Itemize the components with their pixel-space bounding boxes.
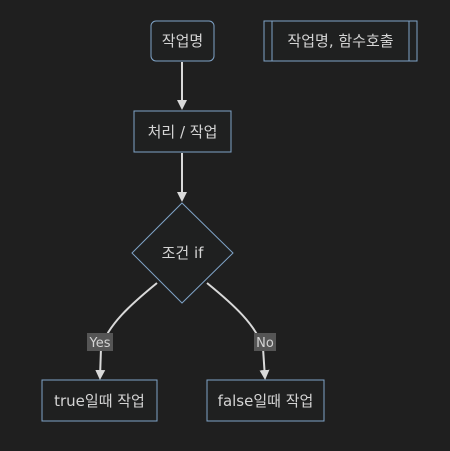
node-subroutine-label: 작업명, 함수호출: [287, 32, 393, 50]
edge-label-no: No: [254, 333, 276, 351]
edge-label-yes-text: Yes: [89, 336, 111, 351]
node-decision-label: 조건 if: [162, 244, 205, 262]
node-process-label: 처리 / 작업: [148, 123, 218, 141]
edge-decision-yes: [95, 282, 158, 380]
node-true-branch[interactable]: true일때 작업: [41, 379, 158, 422]
node-false-branch[interactable]: false일때 작업: [206, 379, 325, 422]
edge-label-no-text: No: [256, 336, 274, 351]
node-start[interactable]: 작업명: [150, 20, 215, 62]
node-decision[interactable]: 조건 if: [131, 202, 234, 304]
node-start-label: 작업명: [162, 32, 203, 50]
edge-decision-no: [206, 282, 270, 380]
node-false-branch-label: false일때 작업: [218, 392, 314, 410]
node-true-branch-label: true일때 작업: [54, 392, 145, 410]
node-process[interactable]: 처리 / 작업: [133, 110, 232, 153]
node-subroutine[interactable]: 작업명, 함수호출: [263, 20, 418, 62]
edge-label-yes: Yes: [87, 333, 113, 351]
